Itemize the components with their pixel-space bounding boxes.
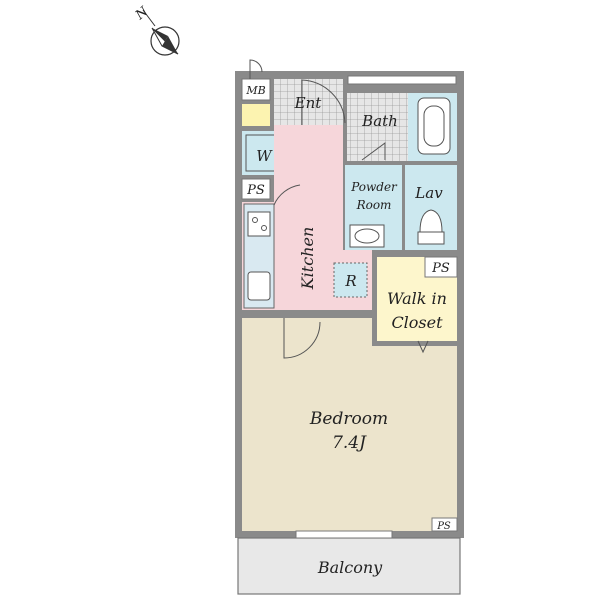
storage — [242, 104, 270, 126]
bedroom-label: Bedroom — [309, 409, 388, 429]
washer-label: W — [256, 147, 273, 165]
ps-bottom — [431, 517, 458, 532]
bathtub — [417, 97, 451, 155]
bedroom-floor — [242, 318, 457, 531]
refrigerator-label: R — [344, 272, 356, 290]
meter-box — [241, 78, 271, 101]
entrance-label: Ent — [294, 94, 323, 112]
entrance-door — [301, 79, 346, 125]
kitchen-label: Kitchen — [298, 227, 317, 291]
ps-bottom-label: PS — [436, 521, 451, 532]
powder-room-label-2: Room — [356, 198, 392, 212]
bath-label: Bath — [361, 112, 398, 130]
bath-floor — [347, 93, 408, 161]
ps-right-label: PS — [431, 261, 450, 276]
bedroom-size: 7.4J — [332, 433, 367, 453]
compass-icon: N — [132, 4, 180, 56]
refrigerator — [333, 262, 368, 298]
ps-left-label: PS — [246, 183, 265, 198]
walk-in-closet-label-1: Walk in — [387, 289, 447, 308]
balcony-label: Balcony — [317, 558, 383, 577]
mb-label: MB — [245, 84, 265, 97]
balcony-floor — [237, 537, 461, 595]
entrance-floor — [274, 79, 343, 125]
compass-label: N — [132, 4, 152, 24]
lavatory-label: Lav — [414, 184, 443, 202]
walk-in-closet-label-2: Closet — [391, 313, 443, 332]
ps-left — [241, 178, 271, 200]
powder-room-label-1: Powder — [350, 180, 398, 194]
